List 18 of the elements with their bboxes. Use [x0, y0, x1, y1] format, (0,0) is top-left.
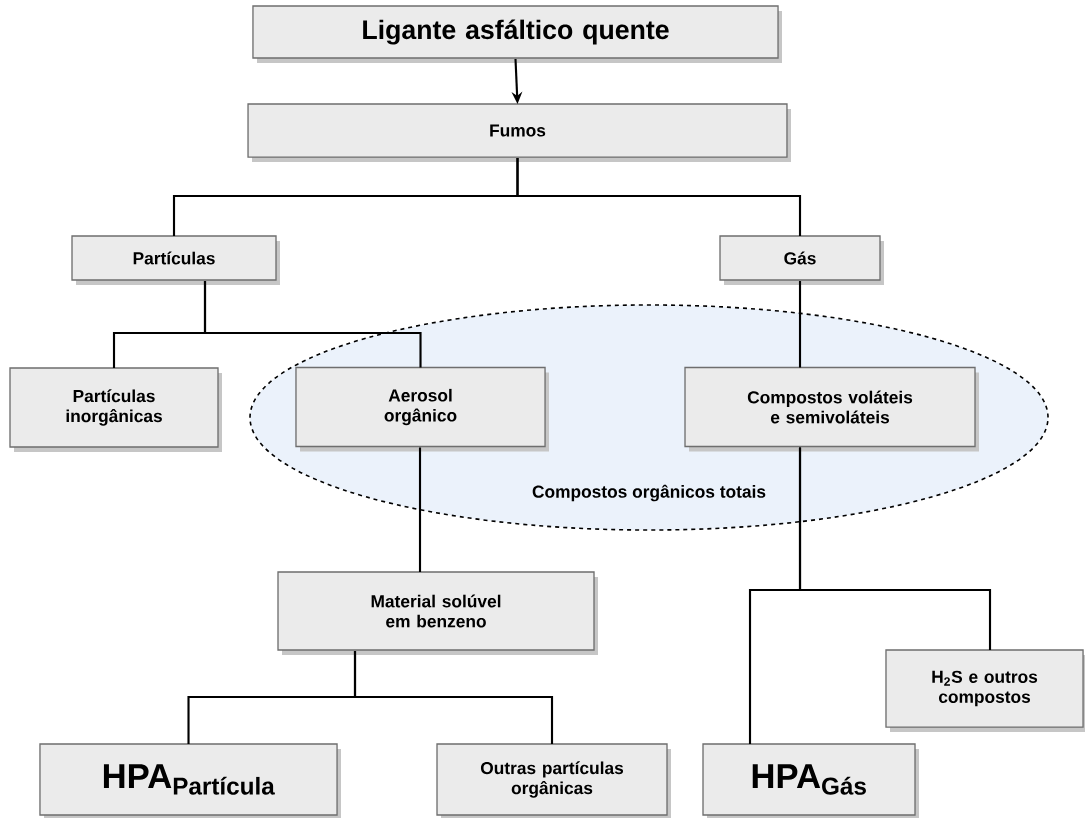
process-box: $\textbf{HPA}_{\textbf{Partícula}}$ — [39, 743, 341, 818]
process-box: H$_{2}$S e outros compostos — [885, 649, 1085, 732]
connector-line — [798, 281, 802, 368]
connector-line — [203, 281, 422, 368]
process-box: Compostos voláteis e semivoláteis — [684, 366, 979, 452]
process-box: $\textbf{HPA}_{\textbf{Gás}}$ — [702, 743, 919, 818]
connector-line — [516, 158, 802, 236]
process-box: Aerosol orgânico — [295, 366, 549, 452]
process-box: Partículas — [71, 235, 280, 285]
process-box: Partículas inorgânicas — [9, 367, 222, 452]
process-box: Fumos — [247, 103, 791, 162]
process-box: Gás — [719, 235, 884, 285]
connector-line — [798, 447, 992, 650]
process-box: Ligante asfáltico quente — [252, 5, 782, 63]
process-box: Outras partículas orgânicas — [436, 743, 671, 818]
connector-line — [418, 447, 422, 572]
connector-line — [353, 651, 554, 744]
process-box: Material solúvel em benzeno — [277, 571, 598, 655]
